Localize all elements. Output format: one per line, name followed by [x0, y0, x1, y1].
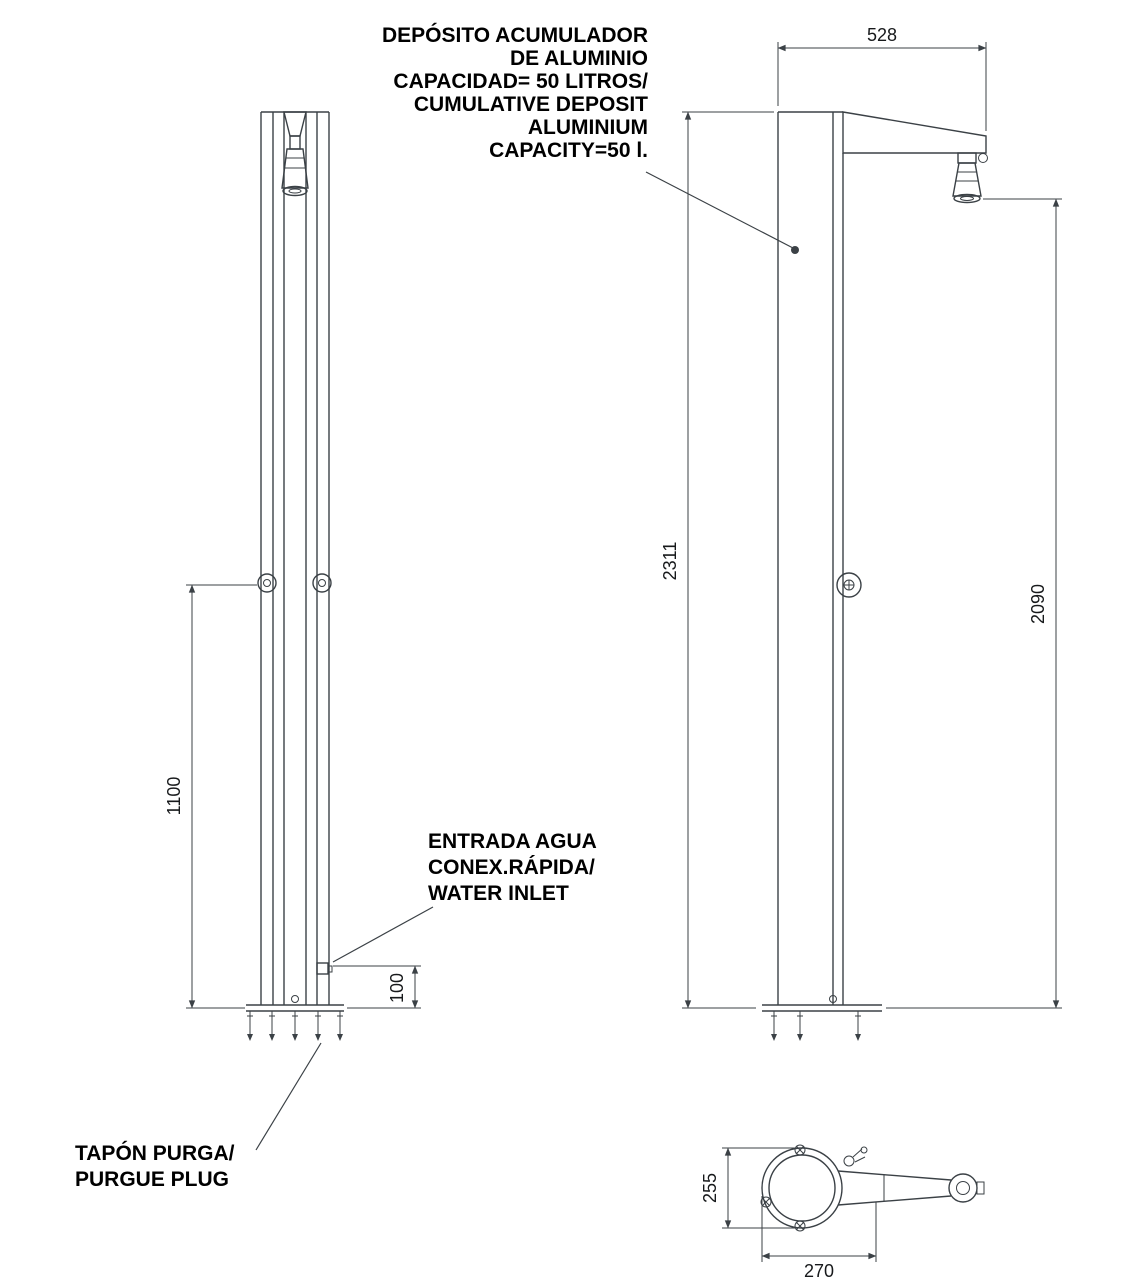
bolt-lug	[760, 1196, 772, 1208]
bolt-lug	[794, 1144, 806, 1156]
valve-knob-right	[312, 573, 332, 593]
anchor-bolt	[855, 1011, 861, 1041]
dim-plan-width: 270	[761, 1196, 877, 1280]
anchor-bolt	[797, 1011, 803, 1041]
callout-purge-plug-line: TAPÓN PURGA/	[75, 1141, 235, 1165]
dim-overall-height: 2311	[660, 111, 774, 1009]
leader-deposit-dot	[791, 246, 799, 254]
callout-deposit-line: DE ALUMINIO	[510, 47, 648, 70]
dim-plan-depth-label: 255	[700, 1173, 720, 1203]
anchor-bolt	[269, 1011, 275, 1041]
dim-valve-height: 1100	[164, 584, 257, 1009]
leader-purge-plug	[255, 1042, 322, 1151]
dim-arm-span: 528	[777, 25, 987, 131]
callout-water-inlet-line: WATER INLET	[428, 882, 569, 905]
anchor-bolt	[337, 1011, 343, 1041]
dim-inlet-offset-label: 100	[387, 973, 407, 1003]
side-view	[762, 111, 988, 1041]
plan-view	[760, 1144, 985, 1232]
callout-water-inlet-line: CONEX.RÁPIDA/	[428, 856, 595, 879]
callout-water-inlet: ENTRADA AGUA CONEX.RÁPIDA/ WATER INLET	[332, 830, 597, 963]
dim-valve-height-label: 1100	[164, 777, 184, 816]
dim-inlet-offset: 100	[333, 965, 421, 1009]
top-arm	[842, 111, 987, 154]
dim-plan-depth: 255	[700, 1147, 796, 1229]
anchor-bolt	[247, 1011, 253, 1041]
callout-deposit-line: DEPÓSITO ACUMULADOR	[382, 23, 648, 47]
tap-detail	[843, 1146, 868, 1167]
callout-deposit: DEPÓSITO ACUMULADOR DE ALUMINIO CAPACIDA…	[382, 23, 799, 254]
callout-deposit-line: CUMULATIVE DEPOSIT	[414, 93, 648, 116]
front-view	[246, 111, 344, 1041]
shower-head-side	[952, 152, 988, 204]
leader-deposit	[645, 171, 794, 249]
callout-deposit-line: CAPACITY=50 l.	[489, 139, 648, 162]
anchor-bolt	[315, 1011, 321, 1041]
dim-arm-span-label: 528	[867, 25, 897, 45]
valve-knob-left	[257, 573, 277, 593]
callout-purge-plug-line: PURGUE PLUG	[75, 1168, 229, 1191]
purge-plug-dot-side	[829, 995, 837, 1003]
callout-deposit-line: ALUMINIUM	[528, 116, 648, 139]
head-plan	[948, 1173, 978, 1203]
bolt-lug	[794, 1220, 806, 1232]
water-inlet-fitting	[316, 962, 333, 975]
purge-plug-dot	[291, 995, 299, 1003]
anchor-bolt	[771, 1011, 777, 1041]
leader-water-inlet	[332, 906, 434, 963]
dim-overall-height-label: 2311	[660, 542, 680, 581]
shower-head-front	[281, 111, 309, 197]
anchor-bolt	[292, 1011, 298, 1041]
callout-purge-plug: TAPÓN PURGA/ PURGUE PLUG	[75, 1042, 322, 1191]
dim-head-height-label: 2090	[1028, 584, 1048, 624]
callout-deposit-line: CAPACIDAD= 50 LITROS/	[393, 70, 648, 93]
dim-plan-width-label: 270	[804, 1261, 834, 1280]
valve-knob-side	[836, 572, 862, 598]
dim-head-height: 2090	[886, 198, 1062, 1009]
callout-water-inlet-line: ENTRADA AGUA	[428, 830, 597, 853]
